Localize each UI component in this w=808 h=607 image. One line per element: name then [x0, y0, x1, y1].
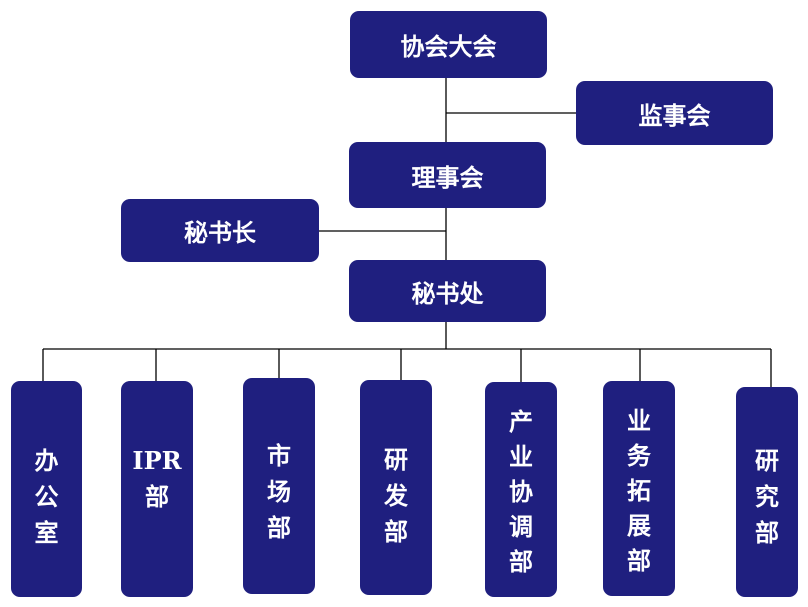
department-label-char: 办 [34, 446, 59, 475]
department-label-char: 部 [509, 547, 533, 576]
supervisory-board-label: 监事会 [638, 100, 711, 130]
general-assembly-label: 协会大会 [400, 32, 497, 61]
department-label-char: 部 [145, 482, 169, 511]
department-label-char: 公 [34, 482, 59, 511]
secretary-general-box: 秘书长 [121, 199, 319, 262]
department-label-char: IPR [132, 446, 182, 475]
department-label-char: 展 [627, 511, 651, 540]
department-box-office: 办 公 室 [11, 381, 82, 597]
department-label-char: 部 [267, 513, 291, 542]
department-box-ipr: IPR 部 [121, 381, 193, 597]
department-label-char: 部 [627, 546, 651, 575]
department-label-char: 部 [384, 517, 408, 546]
department-label-char: 研 [755, 446, 779, 475]
department-box-marketing: 市 场 部 [243, 378, 315, 594]
department-label-char: 拓 [627, 476, 651, 505]
department-label-char: 务 [627, 441, 651, 470]
department-label-char: 产 [509, 407, 533, 436]
department-label-char: 业 [509, 442, 533, 471]
department-label-char: 市 [267, 441, 291, 470]
department-box-rnd: 研 发 部 [360, 380, 432, 595]
department-label-char: 协 [509, 477, 533, 506]
department-box-industry-coordination: 产 业 协 调 部 [485, 382, 557, 597]
secretariat-box: 秘书处 [349, 260, 546, 322]
department-label-char: 研 [384, 445, 408, 474]
department-label-char: 业 [627, 406, 651, 435]
supervisory-board-box: 监事会 [576, 81, 773, 145]
department-label-char: 部 [755, 518, 779, 547]
department-label-char: 发 [384, 481, 408, 510]
department-label-char: 场 [267, 477, 291, 506]
council-box: 理事会 [349, 142, 546, 208]
secretariat-label: 秘书处 [411, 278, 484, 308]
department-box-business-development: 业 务 拓 展 部 [603, 381, 675, 596]
council-label: 理事会 [411, 162, 484, 192]
general-assembly-box: 协会大会 [350, 11, 547, 78]
secretary-general-label: 秘书长 [184, 218, 256, 247]
department-label-char: 究 [755, 482, 779, 511]
department-label-char: 室 [34, 518, 59, 547]
department-label-char: 调 [509, 512, 533, 541]
department-box-research: 研 究 部 [736, 387, 798, 597]
